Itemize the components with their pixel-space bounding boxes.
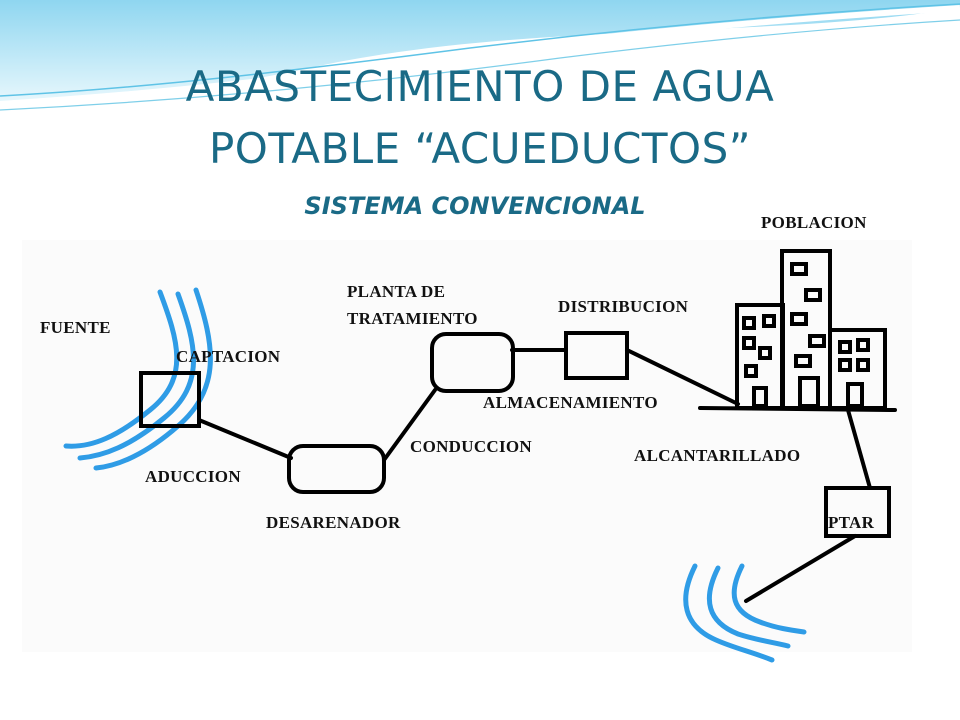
label-captacion: CAPTACION (176, 347, 281, 366)
label-alcantarillado: ALCANTARILLADO (634, 446, 801, 465)
slide-title-line1: ABASTECIMIENTO DE AGUA (185, 62, 775, 111)
label-conduccion: CONDUCCION (410, 437, 532, 456)
pipe-lines (197, 348, 897, 603)
captacion-box (139, 371, 201, 428)
slide-title-line2: POTABLE “ACUEDUCTOS” (208, 124, 752, 173)
source-river-icon (63, 287, 213, 471)
receiving-river-icon (683, 563, 807, 663)
label-almacenamiento: ALMACENAMIENTO (483, 393, 658, 412)
city-buildings-icon (735, 249, 887, 410)
label-ptar: PTAR (828, 513, 875, 532)
ptar-box (824, 486, 891, 538)
almacenamiento-box (564, 331, 629, 380)
label-desarenador: DESARENADOR (266, 513, 401, 532)
slide-subtitle: SISTEMA CONVENCIONAL (304, 192, 646, 220)
label-planta-line2: TRATAMIENTO (347, 309, 478, 328)
label-planta-line1: PLANTA DE (347, 282, 446, 301)
label-distribucion: DISTRIBUCION (558, 297, 689, 316)
label-aduccion: ADUCCION (145, 467, 241, 486)
label-poblacion: POBLACION (761, 213, 867, 232)
desarenador-box (287, 444, 386, 494)
slide-title: ABASTECIMIENTO DE AGUA POTABLE “ACUEDUCT… (0, 56, 960, 180)
header-wave-decoration (0, 0, 960, 111)
planta-tratamiento-box (430, 332, 515, 393)
label-fuente: FUENTE (40, 318, 111, 337)
diagram-background (22, 240, 912, 652)
